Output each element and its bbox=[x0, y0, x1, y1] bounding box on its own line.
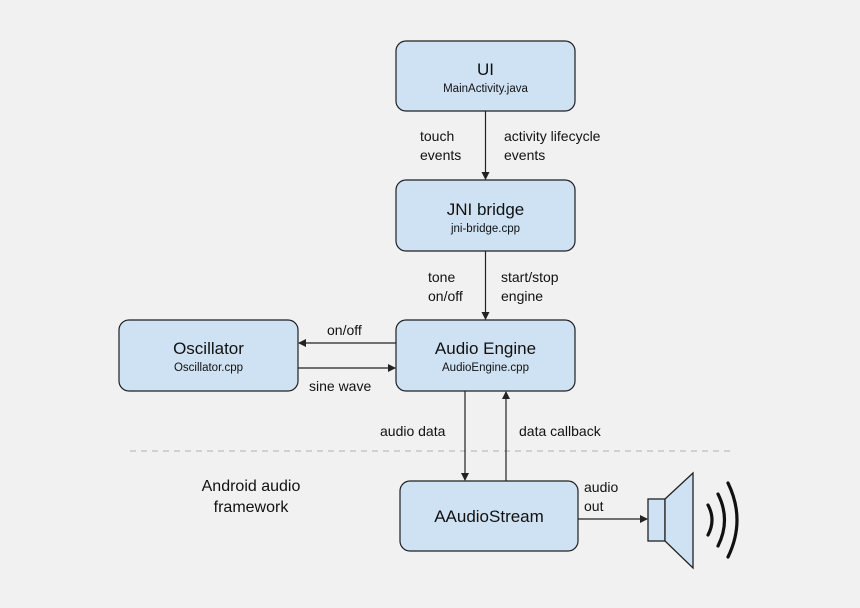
onoff-label: on/off bbox=[327, 322, 362, 338]
touch-events-label-line2: events bbox=[420, 147, 461, 163]
audio-engine-box: Audio Engine AudioEngine.cpp bbox=[395, 319, 576, 392]
aaudiostream-title: AAudioStream bbox=[434, 507, 544, 526]
audio-out-label-line1: audio bbox=[584, 479, 618, 495]
ui-box: UI MainActivity.java bbox=[395, 40, 576, 112]
jni-bridge-title: JNI bridge bbox=[447, 200, 524, 219]
tone-onoff-label-line2: on/off bbox=[428, 288, 463, 304]
audio-data-label: audio data bbox=[380, 423, 446, 439]
ui-title: UI bbox=[477, 60, 494, 79]
jni-bridge-box: JNI bridge jni-bridge.cpp bbox=[395, 179, 576, 252]
lifecycle-events-label-line2: events bbox=[504, 147, 545, 163]
speaker-icon bbox=[647, 471, 739, 570]
oscillator-box: Oscillator Oscillator.cpp bbox=[118, 319, 299, 392]
jni-bridge-subtitle: jni-bridge.cpp bbox=[450, 223, 520, 235]
start-stop-label-line1: start/stop bbox=[501, 269, 559, 285]
framework-label-line2: framework bbox=[214, 499, 290, 516]
lifecycle-events-label-line1: activity lifecycle bbox=[504, 128, 601, 144]
data-callback-label: data callback bbox=[519, 423, 602, 439]
oscillator-subtitle: Oscillator.cpp bbox=[174, 362, 243, 374]
framework-label-line1: Android audio bbox=[202, 478, 301, 495]
touch-events-label-line1: touch bbox=[420, 128, 454, 144]
aaudiostream-box: AAudioStream bbox=[399, 480, 579, 552]
oscillator-title: Oscillator bbox=[173, 339, 244, 358]
tone-onoff-label-line1: tone bbox=[428, 269, 455, 285]
audio-engine-title: Audio Engine bbox=[435, 339, 536, 358]
sine-wave-label: sine wave bbox=[309, 378, 371, 394]
ui-subtitle: MainActivity.java bbox=[443, 83, 528, 95]
start-stop-label-line2: engine bbox=[501, 288, 543, 304]
audio-engine-subtitle: AudioEngine.cpp bbox=[442, 362, 529, 374]
audio-out-label-line2: out bbox=[584, 498, 604, 514]
